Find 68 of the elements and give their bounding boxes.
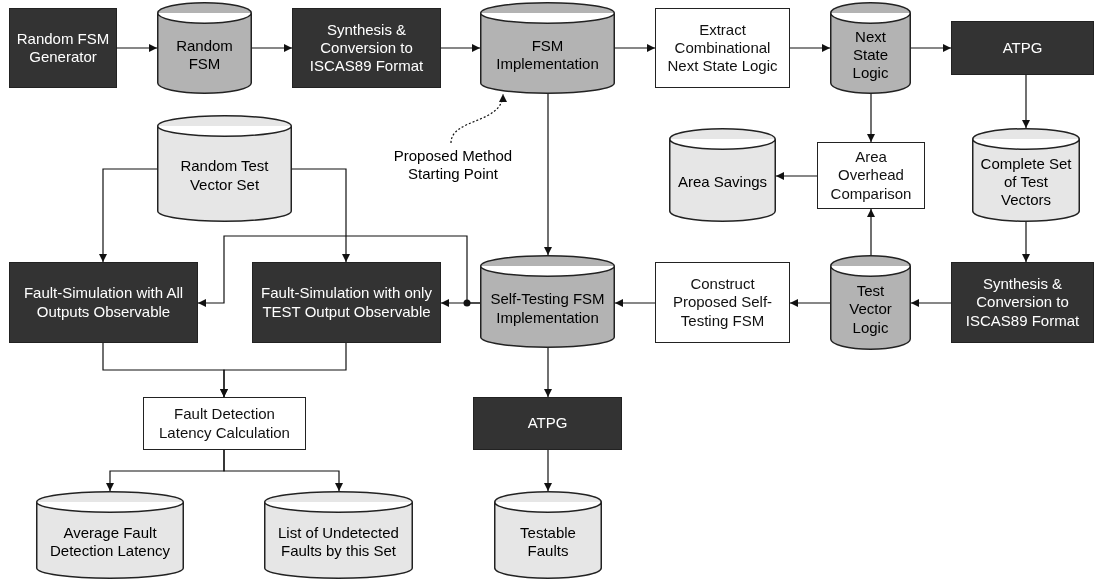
arrow: [220, 342, 347, 398]
process-box: [143, 397, 306, 450]
node-label: Area Overhead Comparison: [829, 148, 913, 203]
process-box: [9, 8, 117, 88]
arrow: [251, 44, 293, 52]
database-cylinder: [36, 491, 184, 579]
database-cylinder: [264, 491, 413, 579]
process-box: [655, 262, 790, 343]
node-label: Random FSM Generator: [15, 29, 111, 67]
database-cylinder: [157, 2, 252, 94]
database-cylinder: [830, 2, 911, 94]
process-box: [252, 262, 441, 343]
node-label: Self-Testing FSM Implementation: [489, 289, 606, 327]
database-cylinder: [480, 2, 615, 94]
process-box: [292, 8, 441, 88]
node-label: Synthesis & Conversion to ISCAS89 Format: [964, 275, 1081, 330]
node-label: ATPG: [526, 414, 569, 433]
arrow: [197, 235, 481, 307]
node-label: Next State Logic: [851, 26, 890, 83]
process-box: [473, 397, 622, 450]
node-label: Extract Combinational Next State Logic: [666, 20, 779, 76]
process-box: [951, 21, 1094, 75]
node-label: Random Test Vector Set: [179, 156, 270, 194]
database-cylinder: [480, 255, 615, 348]
arrow: [223, 449, 343, 492]
arrow: [789, 299, 831, 307]
process-box: [951, 262, 1094, 343]
node-label: Area Savings: [676, 171, 769, 192]
node-label: FSM Implementation: [495, 35, 600, 74]
arrow: [544, 449, 552, 492]
arrow: [614, 299, 656, 307]
node-label: Fault-Simulation with All Outputs Observable: [22, 284, 185, 321]
node-label: Synthesis & Conversion to ISCAS89 Format: [308, 20, 425, 76]
process-box: [817, 142, 925, 209]
database-cylinder: [157, 115, 292, 222]
process-box: [655, 8, 790, 88]
node-label: ATPG: [1001, 38, 1044, 58]
node-label: Construct Proposed Self-Testing FSM: [671, 275, 774, 330]
node-label: Fault-Simulation with only TEST Output Observable: [260, 284, 433, 321]
arrow: [789, 44, 831, 52]
arrow: [99, 168, 158, 263]
arrow: [867, 208, 875, 256]
arrow: [116, 44, 158, 52]
node-label: Average Fault Detection Latency: [48, 522, 172, 561]
arrow: [910, 44, 952, 52]
arrow: [291, 168, 350, 263]
database-cylinder: [494, 491, 602, 579]
node-label: Complete Set of Test Vectors: [979, 153, 1073, 210]
dashed-arrow: [450, 93, 506, 144]
database-cylinder: [972, 128, 1080, 222]
node-label: List of Undetected Faults by this Set: [277, 522, 400, 561]
database-cylinder: [669, 128, 776, 222]
arrow: [910, 299, 952, 307]
node-label: Testable Faults: [519, 522, 577, 561]
arrow: [544, 93, 552, 256]
node-label: Random FSM: [175, 35, 234, 74]
arrow: [1022, 221, 1030, 263]
node-label: Fault Detection Latency Calculation: [158, 405, 291, 442]
arrow: [867, 93, 875, 143]
process-box: [9, 262, 198, 343]
node-label: Proposed Method Starting Point: [392, 146, 514, 184]
arrow: [614, 44, 656, 52]
arrow: [775, 172, 818, 180]
arrow: [1022, 74, 1030, 129]
database-cylinder: [830, 255, 911, 350]
node-label: Test Vector Logic: [848, 281, 893, 337]
arrow: [440, 44, 481, 52]
arrow: [544, 347, 552, 398]
